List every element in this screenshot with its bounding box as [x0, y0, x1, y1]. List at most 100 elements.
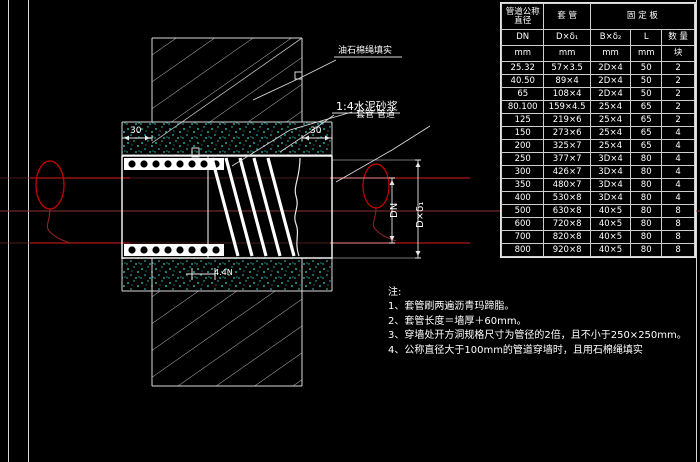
header-unit-quantity: 块: [661, 45, 695, 62]
table-cell: 600: [500, 217, 545, 231]
table-cell: 25.32: [500, 61, 545, 75]
header-unit-b: mm: [589, 45, 632, 62]
table-cell: 65: [500, 87, 545, 101]
dimension-label-30-right: 30: [310, 126, 322, 136]
table-cell: 80: [630, 204, 663, 218]
table-cell: 350: [500, 178, 545, 192]
table-cell: 80: [630, 217, 663, 231]
table-cell: 80: [630, 178, 663, 192]
table-cell: 25×4: [589, 126, 632, 140]
table-cell: 125: [500, 113, 545, 127]
table-cell: 159×4.5: [543, 100, 591, 114]
header-sym-d-delta1: D×δ₁: [543, 29, 591, 46]
dimension-label-30-left: 30: [130, 126, 142, 136]
table-cell: 80: [630, 165, 663, 179]
table-cell: 480×7: [543, 178, 591, 192]
header-nominal-diameter: 管道公称直径: [500, 3, 545, 30]
label-sleeve-and-pipe: 套管 管道: [356, 110, 395, 120]
frame-border-left-inner: [28, 0, 29, 462]
table-cell: 8: [661, 230, 695, 244]
header-unit-dn: mm: [500, 45, 545, 62]
header-sym-dn: DN: [500, 29, 545, 46]
table-cell: 80: [630, 243, 663, 257]
table-cell: 377×7: [543, 152, 591, 166]
note-item: 1、套管刷两遍沥青玛蹄脂。: [388, 301, 515, 312]
table-cell: 4: [661, 126, 695, 140]
table-cell: 89×4: [543, 74, 591, 88]
table-cell: 57×3.5: [543, 61, 591, 75]
table-cell: 65: [630, 113, 663, 127]
dimension-label-outer-diameter: D×δ₁: [415, 201, 426, 228]
table-cell: 2: [661, 74, 695, 88]
dimension-label-small: 4.4N: [214, 268, 233, 277]
table-cell: 50: [630, 61, 663, 75]
table-cell: 920×8: [543, 243, 591, 257]
table-cell: 80: [630, 230, 663, 244]
note-item: 4、公称直径大于100mm的管道穿墙时，且用石棉绳填实: [388, 344, 643, 356]
casing-sleeve: [121, 147, 333, 259]
table-cell: 8: [661, 243, 695, 257]
table-cell: 2: [661, 113, 695, 127]
label-cement-mortar: 1:4水泥砂浆: [336, 100, 398, 113]
table-cell: 820×8: [543, 230, 591, 244]
table-cell: 720×8: [543, 217, 591, 231]
wall-lower-hatch: [151, 258, 303, 387]
header-sym-quantity: 数 量: [661, 29, 695, 46]
table-cell: 65: [630, 126, 663, 140]
table-cell: 800: [500, 243, 545, 257]
table-cell: 25×4: [589, 113, 632, 127]
dimension-label-dn: DN: [389, 202, 400, 218]
table-cell: 8: [661, 217, 695, 231]
table-cell: 65: [630, 100, 663, 114]
table-cell: 273×6: [543, 126, 591, 140]
concrete-band-upper: [121, 37, 333, 156]
table-cell: 80: [630, 152, 663, 166]
header-unit-l: mm: [630, 45, 663, 62]
table-cell: 40×5: [589, 243, 632, 257]
dimension-outer: [332, 159, 421, 259]
table-cell: 4: [661, 152, 695, 166]
table-cell: 40×5: [589, 230, 632, 244]
table-header-symbol-row: DN D×δ₁ B×δ₂ L 数 量: [500, 29, 695, 46]
table-cell: 2D×4: [589, 61, 632, 75]
table-cell: 2: [661, 87, 695, 101]
header-sym-l: L: [630, 29, 663, 46]
header-sym-b-delta2: B×δ₂: [589, 29, 632, 46]
table-cell: 500: [500, 204, 545, 218]
frame-border-left-outer: [8, 0, 9, 462]
table-cell: 80: [630, 191, 663, 205]
table-cell: 50: [630, 74, 663, 88]
pipe-red: [30, 160, 470, 244]
table-cell: 8: [661, 204, 695, 218]
table-cell: 150: [500, 126, 545, 140]
header-unit-d: mm: [543, 45, 591, 62]
leader-lines: [231, 56, 431, 183]
table-cell: 630×8: [543, 204, 591, 218]
table-cell: 25×4: [589, 100, 632, 114]
table-cell: 219×6: [543, 113, 591, 127]
table-cell: 530×8: [543, 191, 591, 205]
table-cell: 3D×4: [589, 191, 632, 205]
header-fixing-plate: 固 定 板: [589, 3, 696, 30]
note-item: 3、穿墙处开方洞规格尺寸为管径的2倍，且不小于250×250mm。: [388, 330, 687, 341]
table-cell: 325×7: [543, 139, 591, 153]
table-cell: 250: [500, 152, 545, 166]
notes-block: 注: 1、套管刷两遍沥青玛蹄脂。2、套管长度＝墙厚＋60mm。3、穿墙处开方洞规…: [388, 283, 687, 358]
table-cell: 80.100: [500, 100, 545, 114]
frame-border-right: [696, 0, 697, 462]
table-cell: 200: [500, 139, 545, 153]
